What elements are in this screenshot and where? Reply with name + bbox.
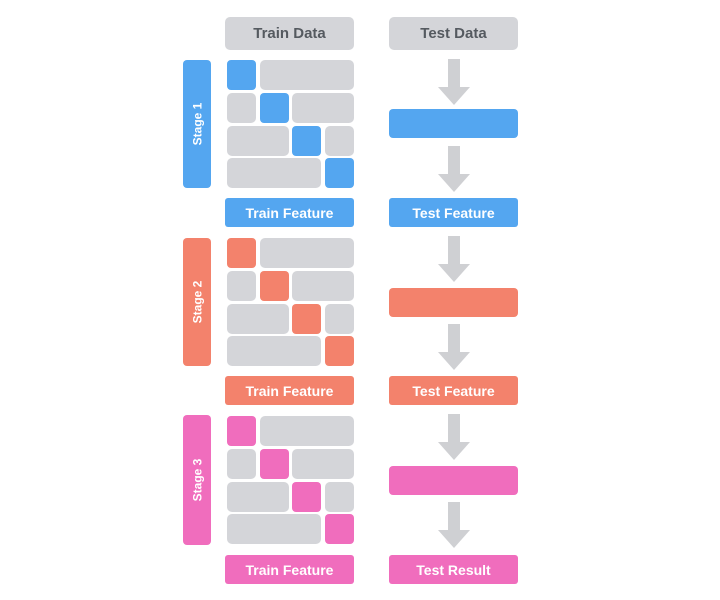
fold-cell-highlight [325, 336, 354, 366]
down-arrow-icon [438, 324, 470, 370]
down-arrow-icon [438, 146, 470, 192]
train-block-gray [260, 238, 354, 268]
train-feature-label: Train Feature [245, 204, 334, 221]
fold-cell-highlight [325, 514, 354, 544]
train-block-gray [260, 60, 354, 90]
fold-cell-highlight [260, 271, 289, 301]
train-feature-label: Train Feature [245, 561, 334, 578]
fold-cell-highlight [325, 158, 354, 188]
test-data-label: Test Data [420, 25, 487, 42]
stage-3-label-bar: Stage 3 [183, 415, 211, 545]
fold-cell-highlight [227, 416, 256, 446]
fold-cell-highlight [292, 304, 321, 334]
train-block-gray [227, 271, 256, 301]
train-block-gray [260, 416, 354, 446]
train-block-gray [292, 449, 354, 479]
stage-2-label-bar: Stage 2 [183, 238, 211, 366]
train-block-gray [227, 336, 321, 366]
fold-cell-highlight [292, 482, 321, 512]
train-block-gray [227, 158, 321, 188]
train-block-gray [325, 126, 354, 156]
train-block-gray [227, 304, 289, 334]
test-feature-label: Test Feature [412, 382, 495, 399]
train-block-gray [227, 126, 289, 156]
stage-3-label: Stage 3 [190, 458, 204, 502]
train-feature-box: Train Feature [225, 198, 354, 227]
train-block-gray [227, 514, 321, 544]
test-feature-label: Test Result [416, 561, 491, 578]
train-block-gray [227, 482, 289, 512]
test-prediction-bar [389, 109, 518, 138]
fold-cell-highlight [292, 126, 321, 156]
down-arrow-icon [438, 59, 470, 105]
test-feature-box: Test Feature [389, 376, 518, 405]
test-prediction-bar [389, 288, 518, 317]
stage-1-label: Stage 1 [190, 102, 204, 146]
fold-cell-highlight [227, 60, 256, 90]
stage-2-label: Stage 2 [190, 280, 204, 324]
train-block-gray [325, 482, 354, 512]
test-feature-box: Test Feature [389, 198, 518, 227]
down-arrow-icon [438, 236, 470, 282]
down-arrow-icon [438, 414, 470, 460]
train-block-gray [325, 304, 354, 334]
train-block-gray [227, 449, 256, 479]
train-feature-label: Train Feature [245, 382, 334, 399]
fold-cell-highlight [260, 449, 289, 479]
test-data-header: Test Data [389, 17, 518, 50]
test-feature-box: Test Result [389, 555, 518, 584]
train-block-gray [292, 93, 354, 123]
stage-1-label-bar: Stage 1 [183, 60, 211, 188]
train-feature-box: Train Feature [225, 555, 354, 584]
down-arrow-icon [438, 502, 470, 548]
train-block-gray [227, 93, 256, 123]
train-data-label: Train Data [253, 25, 326, 42]
train-block-gray [292, 271, 354, 301]
train-data-header: Train Data [225, 17, 354, 50]
test-feature-label: Test Feature [412, 204, 495, 221]
train-feature-box: Train Feature [225, 376, 354, 405]
test-prediction-bar [389, 466, 518, 495]
fold-cell-highlight [227, 238, 256, 268]
fold-cell-highlight [260, 93, 289, 123]
